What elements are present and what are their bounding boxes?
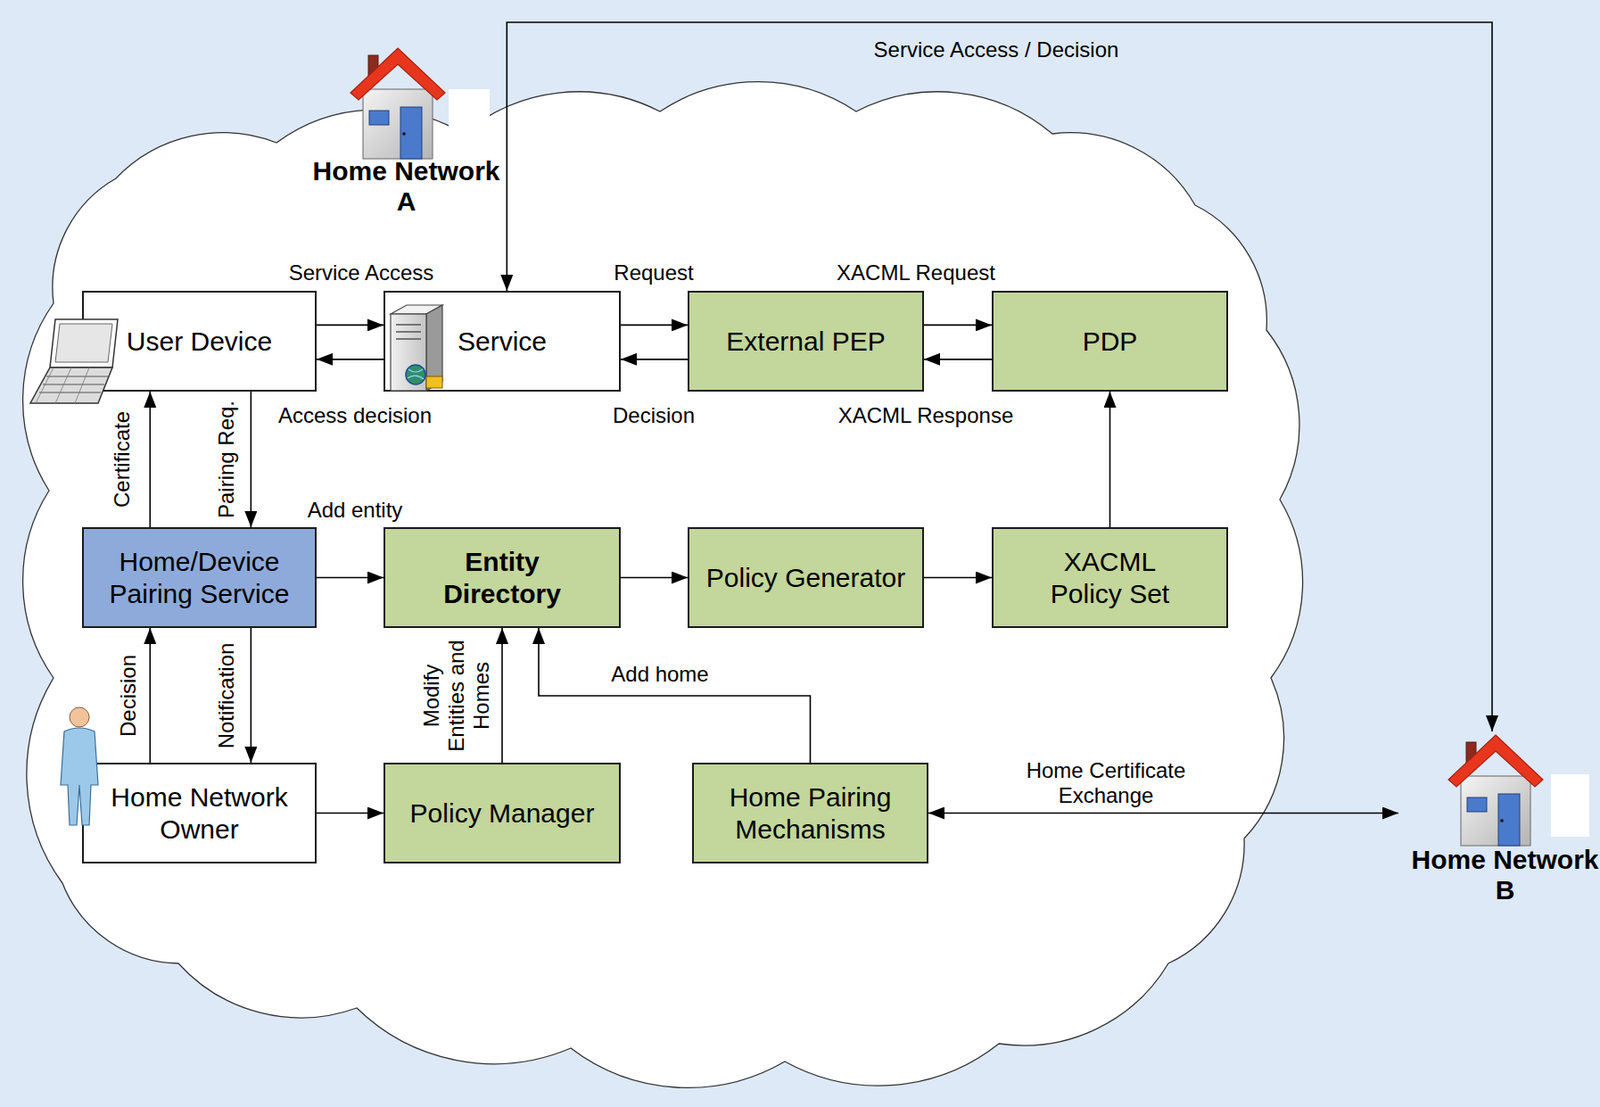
edge-label: Add entity xyxy=(307,497,404,523)
node-label: Home Network B xyxy=(1409,844,1600,906)
process-box: Entity Directory xyxy=(383,527,621,628)
process-box: Policy Generator xyxy=(687,527,924,628)
connector xyxy=(148,627,151,763)
process-box: External PEP xyxy=(687,290,924,392)
connector xyxy=(250,627,253,763)
connector xyxy=(501,627,504,763)
connector xyxy=(923,358,992,361)
edge-label: Notification xyxy=(214,643,240,750)
connector xyxy=(316,358,384,361)
connector xyxy=(316,812,384,815)
connector xyxy=(316,324,384,327)
edge-label: Pairing Req. xyxy=(214,400,240,519)
edge-label: Modify Entities and Homes xyxy=(419,633,495,759)
house-icon xyxy=(1448,734,1543,846)
process-box: Home/Device Pairing Service xyxy=(82,527,317,628)
edge-label: XACML Response xyxy=(838,403,1015,429)
connector xyxy=(620,358,688,361)
process-box: XACML Policy Set xyxy=(991,527,1229,628)
edge-label: Access decision xyxy=(278,403,432,429)
edge-label: Request xyxy=(613,260,693,286)
connector xyxy=(923,577,992,579)
connector xyxy=(928,812,1399,815)
process-box: Service xyxy=(383,290,621,392)
node-label: XACML Policy Set xyxy=(1043,545,1178,611)
node-label: Home/Device Pairing Service xyxy=(97,545,303,611)
connector xyxy=(1109,391,1112,528)
home-network: Home Network B xyxy=(1398,731,1600,906)
connector xyxy=(250,391,253,528)
edge-label: Service Access xyxy=(288,260,435,286)
process-box: User Device xyxy=(82,290,317,392)
connector xyxy=(923,324,992,327)
server-icon xyxy=(390,305,443,391)
node-label: User Device xyxy=(126,325,273,358)
node-label: Service xyxy=(457,325,547,358)
white-patch xyxy=(448,89,490,154)
node-label: Home Network Owner xyxy=(97,781,303,846)
edge-label: Decision xyxy=(115,654,141,737)
connector xyxy=(538,627,811,763)
node-label: Policy Manager xyxy=(410,797,595,830)
node-label: Policy Generator xyxy=(706,561,906,594)
node-label: External PEP xyxy=(725,325,885,358)
edge-label: Home Certificate Exchange xyxy=(1012,758,1200,809)
laptop-icon xyxy=(30,319,118,404)
process-box: Home Network Owner xyxy=(82,762,317,864)
home-network: Home Network A xyxy=(299,42,513,217)
connector xyxy=(316,577,384,579)
process-box: PDP xyxy=(991,290,1229,392)
edge-label: Certificate xyxy=(109,411,135,508)
white-patch xyxy=(1550,774,1590,837)
process-box: Policy Manager xyxy=(383,762,621,864)
edge-label: Service Access / Decision xyxy=(874,37,1120,63)
edge-label: Add home xyxy=(610,661,709,687)
connector xyxy=(148,391,151,528)
connector xyxy=(506,22,1493,732)
node-label: Entity Directory xyxy=(421,545,583,611)
edge-label: XACML Request xyxy=(836,260,996,286)
node-label: PDP xyxy=(1082,325,1139,358)
edge-label: Decision xyxy=(612,403,695,429)
node-label: Home Network A xyxy=(310,156,503,217)
house-icon xyxy=(350,48,446,159)
person-icon xyxy=(60,707,99,825)
node-label: Home Pairing Mechanisms xyxy=(708,781,914,846)
connector xyxy=(620,324,688,327)
connector xyxy=(620,577,688,579)
cloud-shape xyxy=(23,82,1304,1089)
process-box: Home Pairing Mechanisms xyxy=(692,762,929,864)
